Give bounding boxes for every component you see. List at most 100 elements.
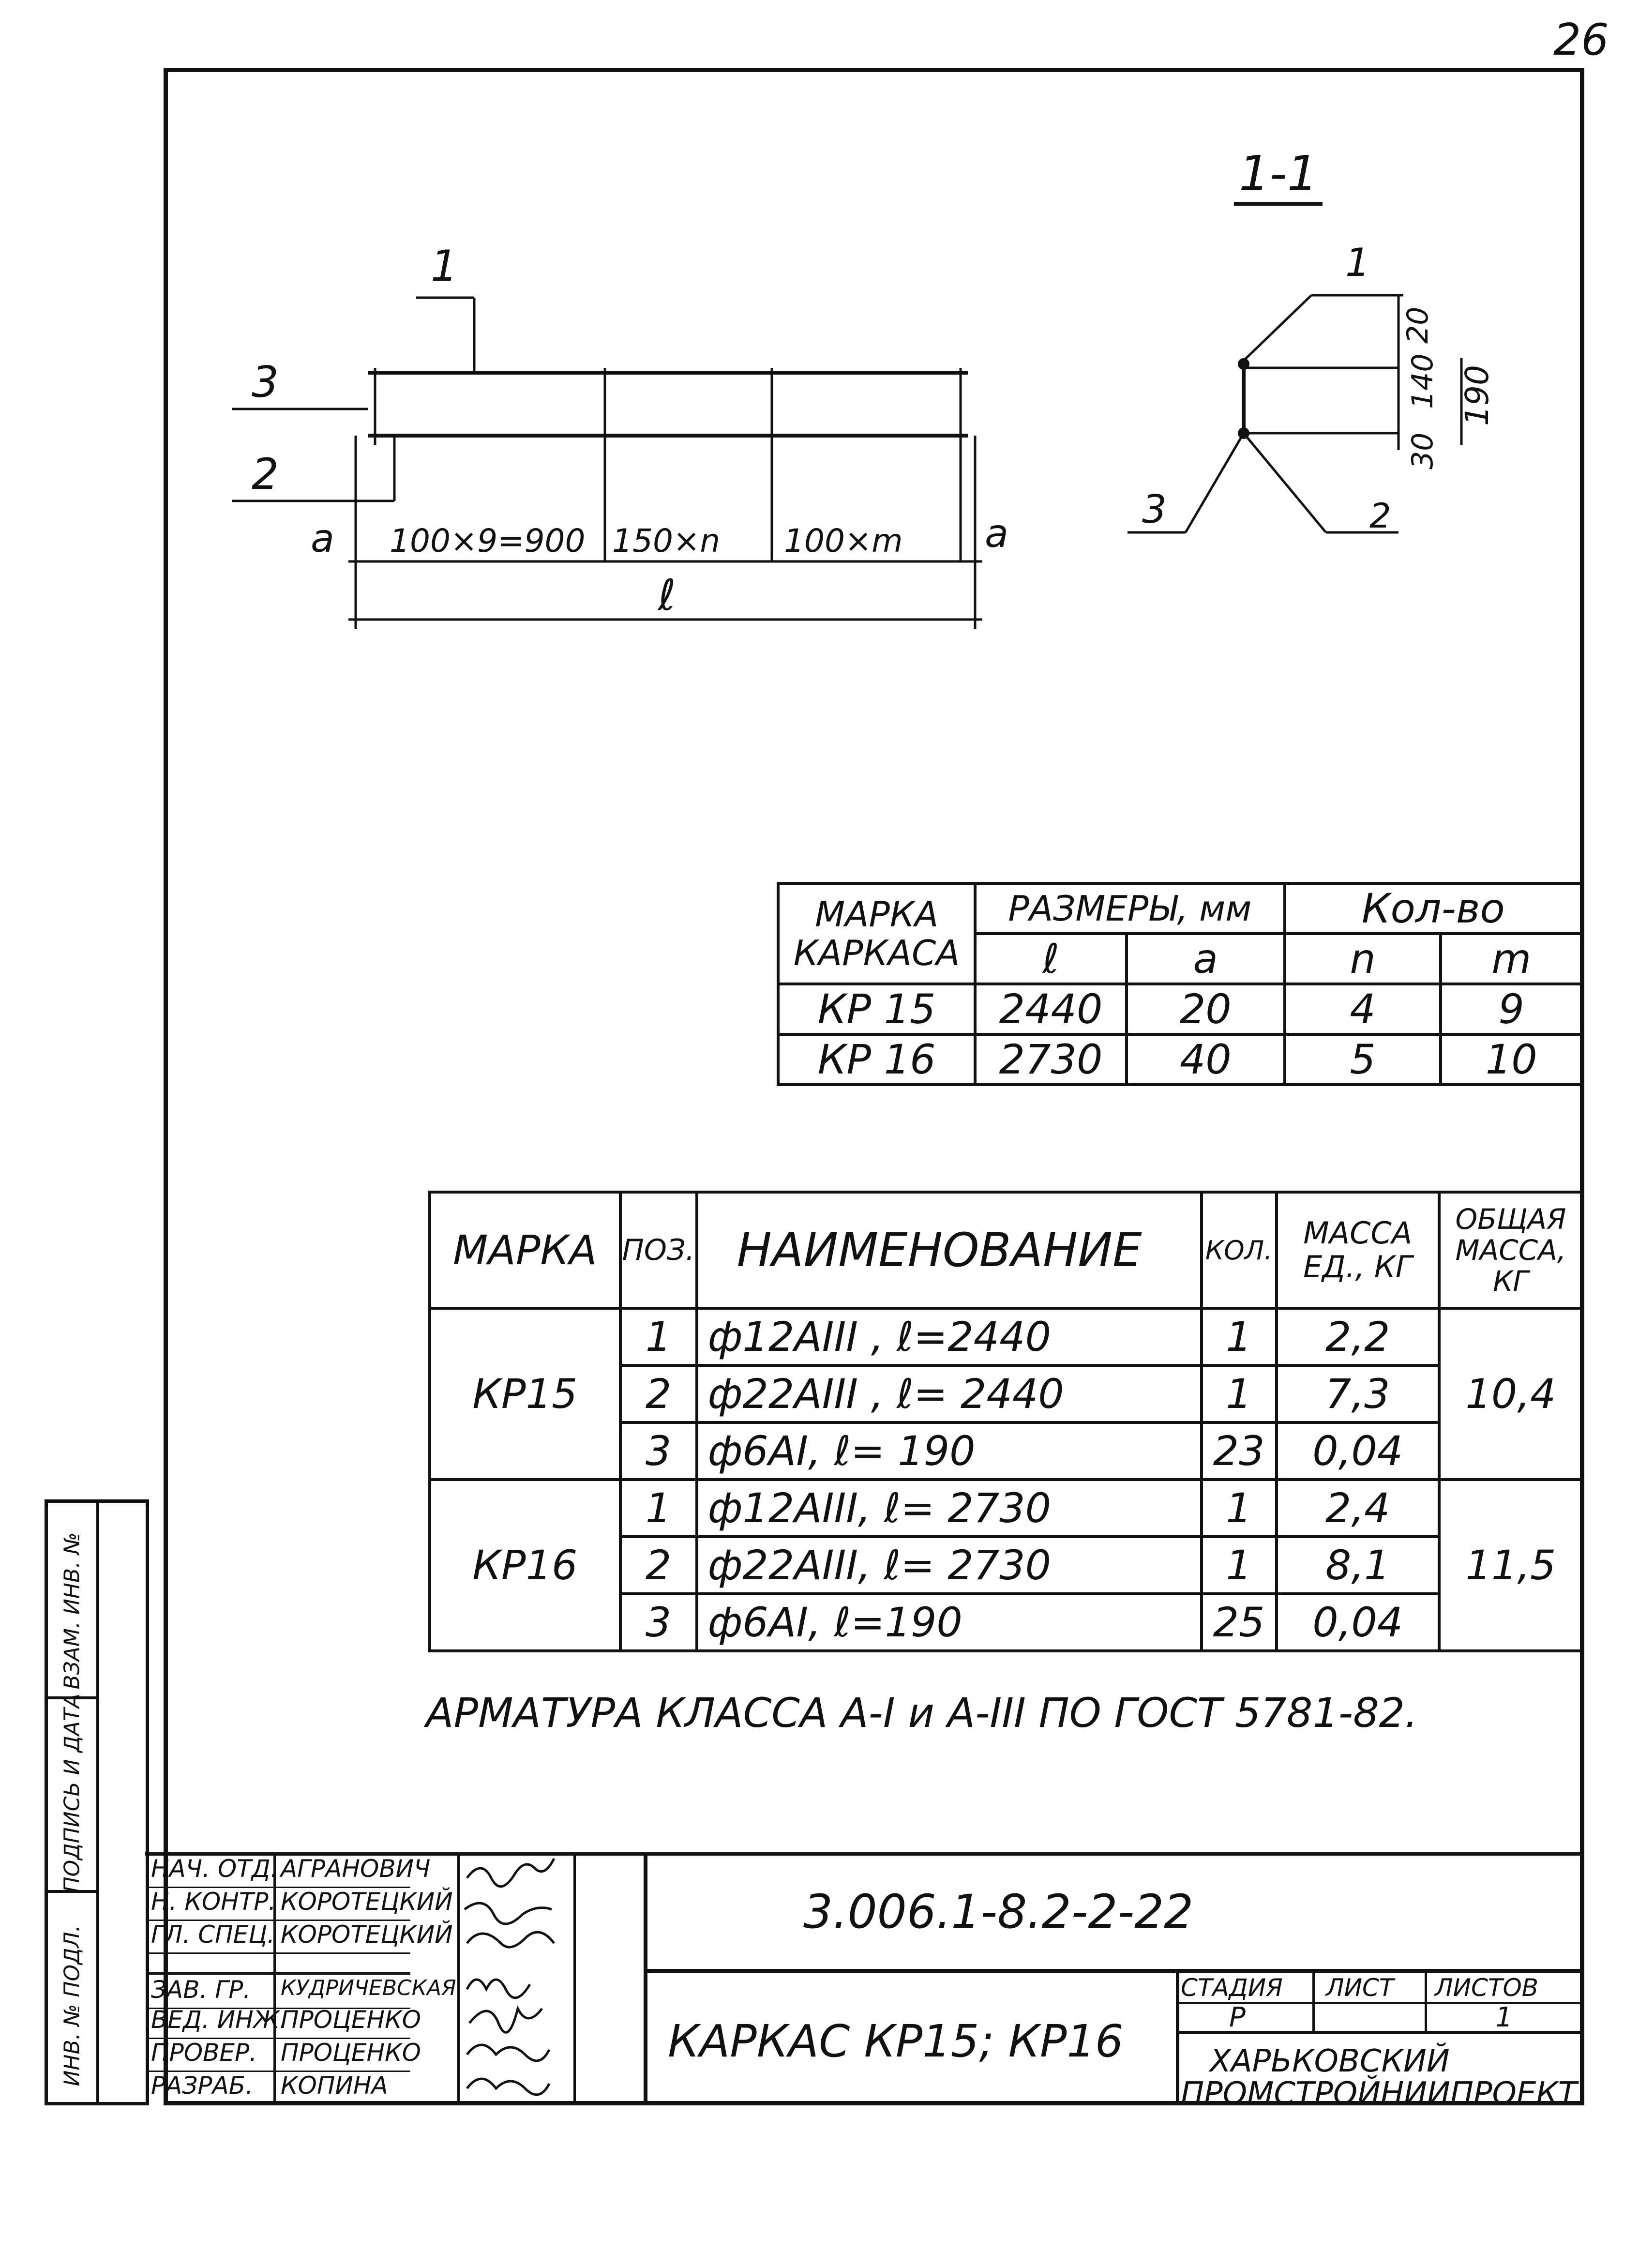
staff-role: ПРОВЕР. [151,2039,257,2067]
spec-pos: 1 [618,1307,698,1367]
stage-label: СТАДИЯ [1181,1974,1283,2002]
spec-name: ф6АI, ℓ=190 [695,1592,1203,1652]
spec-name: ф12АIII, ℓ= 2730 [695,1478,1203,1538]
spec-pos: 3 [618,1592,698,1652]
spec-mass: 2,4 [1275,1478,1441,1538]
spec-header-mark: МАРКА [428,1191,622,1310]
staff-name: ПРОЦЕНКО [281,2006,421,2034]
staff-name: КОРОТЕЦКИЙ [281,1920,453,1949]
organization-line-1: ХАРЬКОВСКИЙ [1210,2043,1450,2079]
frame-elevation-drawing: 3 2 1 a a 100×9=900 150×n 100×m ℓ [232,241,1008,629]
side-stamp-inv-original: ИНВ. № ПОДЛ. [60,1925,85,2087]
spec-name: ф6АI, ℓ= 190 [695,1421,1203,1481]
staff-role: ГЛ. СПЕЦ. [151,1920,275,1949]
staff-role: ЗАВ. ГР. [151,1976,251,2004]
staff-name: ПРОЦЕНКО [281,2039,421,2067]
span-1-label: 100×9=900 [390,522,586,559]
sheet-label: ЛИСТ [1326,1974,1394,2002]
spec-group-total: 10,4 [1437,1307,1584,1481]
dims-header-sizes: РАЗМЕРЫ, мм [974,882,1286,935]
side-stamp-inv-replace: ВЗАМ. ИНВ. № [60,1532,85,1690]
side-stamp: ИНВ. № ПОДЛ. ПОДПИСЬ И ДАТА ВЗАМ. ИНВ. № [45,1499,149,2105]
section-pos-1: 1 [1345,242,1370,285]
spec-row: КР15 1 ф12АIII , ℓ=2440 1 2,2 10,4 [428,1307,1584,1481]
document-code: 3.006.1-8.2-2-22 [803,1885,1194,1939]
spec-row: 3 ф6АI, ℓ=190 25 0,04 [430,1592,1582,1652]
a-left-label: a [311,516,334,561]
spec-qty: 1 [1200,1364,1278,1424]
staff-name: КОРОТЕЦКИЙ [281,1888,453,1916]
dimensions-table: МАРКА КАРКАСА РАЗМЕРЫ, мм Кол-во ℓ a n m… [776,882,1584,1086]
staff-row: Н. КОНТР. КОРОТЕЦКИЙ [149,1887,453,1921]
dims-cell-m: 9 [1439,983,1583,1036]
section-drawing: 1 3 2 20 140 30 190 [1128,242,1496,536]
section-dim-30: 30 [1406,433,1440,469]
spec-qty: 1 [1200,1535,1278,1595]
spec-header-qty: КОЛ. [1200,1191,1278,1310]
spec-qty: 1 [1200,1307,1278,1367]
spec-pos: 1 [618,1478,698,1538]
spec-mass: 0,04 [1275,1421,1441,1481]
staff-row: НАЧ. ОТД. АГРАНОВИЧ [149,1854,430,1888]
staff-role: Н. КОНТР. [151,1888,276,1916]
drawing-title: КАРКАС КР15; КР16 [668,2015,1124,2067]
section-pos-2: 2 [1369,496,1391,536]
a-right-label: a [985,511,1008,556]
spec-row: 2 ф22АIII, ℓ= 2730 1 8,1 [430,1535,1582,1595]
spec-group-mark: КР16 [428,1478,622,1652]
spec-pos: 2 [618,1535,698,1595]
total-length-label: ℓ [657,570,676,620]
dims-row: КР 15 2440 20 4 9 [776,983,1583,1036]
stage-value: Р [1229,2002,1246,2033]
dims-col-m: m [1439,932,1583,985]
title-block: 3.006.1-8.2-2-22 КАРКАС КР15; КР16 СТАДИ… [145,1852,1584,2112]
staff-role: ВЕД. ИНЖ. [151,2006,287,2034]
dims-cell-a: 20 [1125,983,1286,1036]
spec-pos: 3 [618,1421,698,1481]
organization-line-2: ПРОМСТРОЙНИИПРОЕКТ [1181,2076,1577,2112]
spec-row: 3 ф6АI, ℓ= 190 23 0,04 [430,1421,1582,1481]
dims-cell-l: 2730 [974,1033,1128,1086]
span-3-label: 100×m [784,522,903,559]
dims-cell-n: 4 [1283,983,1443,1036]
staff-role: НАЧ. ОТД. [151,1855,278,1883]
section-dim-140: 140 [1406,353,1440,409]
spec-group-total: 11,5 [1437,1478,1584,1652]
pos-1-label: 1 [431,241,458,291]
spec-header-total-mass: ОБЩАЯ МАССА, КГ [1437,1191,1584,1310]
reinforcement-note: АРМАТУРА КЛАССА А-I и А-III ПО ГОСТ 5781… [426,1689,1418,1737]
spec-group-mark: КР15 [428,1307,622,1481]
spec-header-unit-mass: МАССА ЕД., КГ [1275,1191,1441,1310]
side-stamp-sign-date: ПОДПИСЬ И ДАТА [60,1693,85,1893]
staff-name: КУДРИЧЕВСКАЯ [281,1976,456,2000]
pos-3-label: 3 [252,357,279,407]
dims-cell-a: 40 [1125,1033,1286,1086]
spec-mass: 0,04 [1275,1592,1441,1652]
specification-table: МАРКА ПОЗ. НАИМЕНОВАНИЕ КОЛ. МАССА ЕД., … [428,1191,1584,1652]
staff-row: ВЕД. ИНЖ. ПРОЦЕНКО [149,2005,421,2039]
spec-row: КР16 1 ф12АIII, ℓ= 2730 1 2,4 11,5 [428,1478,1584,1652]
span-2-label: 150×n [612,522,720,559]
spec-name: ф22АIII , ℓ= 2440 [695,1364,1203,1424]
dims-col-a: a [1125,932,1286,985]
staff-name: АГРАНОВИЧ [281,1855,431,1883]
spec-name: ф12АIII , ℓ=2440 [695,1307,1203,1367]
pos-2-label: 2 [252,449,279,499]
spec-row: 2 ф22АIII , ℓ= 2440 1 7,3 [430,1364,1582,1424]
section-dim-190: 190 [1459,365,1496,426]
spec-pos: 2 [618,1364,698,1424]
sheet-frame [164,68,1584,2105]
staff-name: КОПИНА [281,2071,388,2100]
section-pos-3: 3 [1142,487,1167,532]
spec-mass: 8,1 [1275,1535,1441,1595]
spec-header-pos: ПОЗ. [618,1191,698,1310]
dims-header-count: Кол-во [1283,882,1584,935]
dims-cell-l: 2440 [974,983,1128,1036]
staff-row: ПРОВЕР. ПРОЦЕНКО [149,2038,421,2072]
spec-mass: 7,3 [1275,1364,1441,1424]
dims-row: КР 16 2730 40 5 10 [776,1033,1583,1086]
spec-qty: 1 [1200,1478,1278,1538]
spec-mass: 2,2 [1275,1307,1441,1367]
dims-cell-m: 10 [1439,1033,1583,1086]
dims-cell-n: 5 [1283,1033,1443,1086]
